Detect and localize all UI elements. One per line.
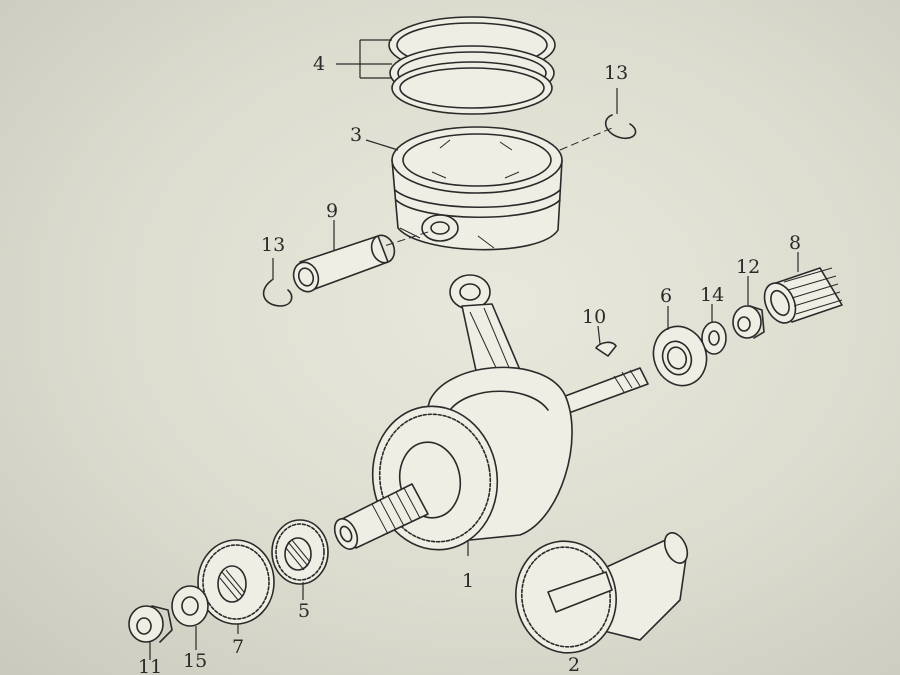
gear-7 <box>197 539 275 625</box>
piston-rings <box>388 16 556 115</box>
callout-5: 5 <box>298 600 311 622</box>
crankshaft-assembly <box>333 274 649 551</box>
washer-14 <box>701 321 727 355</box>
balancer-shaft <box>515 532 689 654</box>
callout-2: 2 <box>568 654 581 675</box>
callout-14: 14 <box>700 284 725 306</box>
callout-12: 12 <box>736 256 761 278</box>
spacer-12 <box>732 305 765 339</box>
oil-seal <box>652 325 708 387</box>
woodruff-key <box>595 341 617 357</box>
callout-11: 11 <box>138 656 163 675</box>
callout-13-upper: 13 <box>604 62 629 84</box>
callout-6: 6 <box>660 285 673 307</box>
callout-3: 3 <box>350 124 363 146</box>
callout-9: 9 <box>326 200 339 222</box>
callout-4: 4 <box>313 53 326 75</box>
callout-15: 15 <box>183 650 208 672</box>
callout-1: 1 <box>462 570 475 592</box>
callout-10: 10 <box>582 306 607 328</box>
washer-15 <box>171 585 209 627</box>
callout-13-lower: 13 <box>261 234 286 256</box>
callout-8: 8 <box>789 232 802 254</box>
piston-pin <box>292 234 396 293</box>
piston <box>377 126 613 251</box>
gear-5 <box>271 519 329 585</box>
circlip-upper <box>604 114 637 140</box>
needle-bearing <box>763 267 843 324</box>
leader-lines <box>149 39 799 660</box>
circlip-lower <box>262 279 293 307</box>
callout-7: 7 <box>232 636 245 658</box>
nut-11 <box>128 605 173 643</box>
